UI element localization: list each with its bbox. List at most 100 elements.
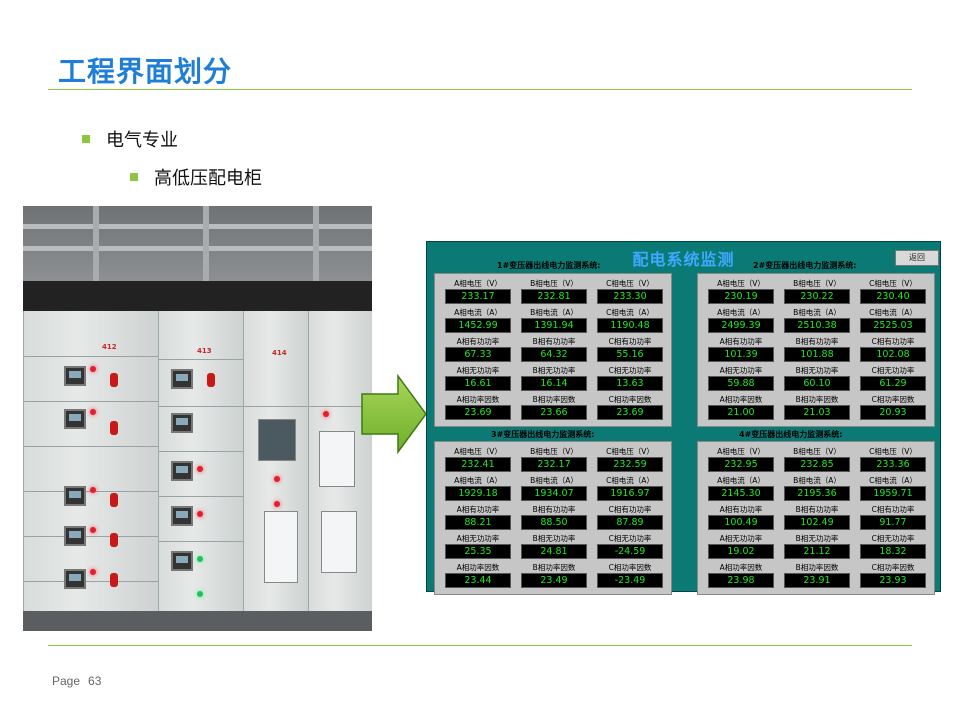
measurement-cell: C相功率因数-23.49 <box>597 562 663 588</box>
indicator-led <box>90 366 96 372</box>
measurement-label: B相功率因数 <box>532 563 576 572</box>
indicator-led <box>90 487 96 493</box>
measurement-label: C相电压（V） <box>869 279 917 288</box>
cabinet-413: 413 <box>158 311 244 611</box>
indicator-led <box>197 511 203 517</box>
measurement-cell: A相电压（V）233.17 <box>445 278 511 304</box>
indicator-led <box>197 466 203 472</box>
measurement-value: 2510.38 <box>784 318 850 333</box>
measurement-label: B相电压（V） <box>530 447 578 456</box>
section-title: 4#变压器出线电力监测系统: <box>739 430 843 439</box>
measurement-cell: C相电压（V）232.59 <box>597 446 663 472</box>
measurement-cell: C相电流（A）1190.48 <box>597 307 663 333</box>
measurement-value: 23.44 <box>445 573 511 588</box>
bottom-divider <box>48 645 912 646</box>
measurement-cell: B相电流（A）2195.36 <box>784 475 850 501</box>
meter-icon <box>171 413 193 433</box>
photo-floor <box>23 611 372 631</box>
bullet-level2-text: 高低压配电柜 <box>154 168 262 189</box>
measurement-cell: C相电流（A）1916.97 <box>597 475 663 501</box>
measurement-value: 1929.18 <box>445 486 511 501</box>
measurement-value: 21.12 <box>784 544 850 559</box>
measurement-label: A相功率因数 <box>456 563 500 572</box>
measurement-label: C相无功功率 <box>608 534 652 543</box>
measurement-value: 19.02 <box>708 544 774 559</box>
switch-knob <box>110 493 118 507</box>
measurement-label: A相电流（A） <box>454 308 502 317</box>
measurement-label: C相无功功率 <box>871 534 915 543</box>
indicator-led <box>274 501 280 507</box>
back-button[interactable]: 返回 <box>895 250 939 266</box>
measurement-label: A相有功功率 <box>456 505 500 514</box>
indicator-led <box>90 409 96 415</box>
measurement-label: B相有功功率 <box>532 505 576 514</box>
measurement-value: 233.36 <box>860 457 926 472</box>
measurement-label: C相电压（V） <box>869 447 917 456</box>
bullet-level1: 电气专业 <box>82 126 178 152</box>
indicator-led <box>90 569 96 575</box>
measurement-label: B相功率因数 <box>795 395 839 404</box>
label-sheet <box>264 511 298 583</box>
bullet-square-icon <box>82 135 90 143</box>
measurement-cell: C相无功功率-24.59 <box>597 533 663 559</box>
measurement-cell: B相电流（A）1934.07 <box>521 475 587 501</box>
cabinet-label: 412 <box>102 343 117 351</box>
measurement-label: B相电流（A） <box>530 308 578 317</box>
measurement-label: C相有功功率 <box>871 337 915 346</box>
measurement-label: B相有功功率 <box>795 505 839 514</box>
measurement-cell: A相电流（A）2145.30 <box>708 475 774 501</box>
indicator-led <box>323 411 329 417</box>
measurement-label: C相有功功率 <box>608 337 652 346</box>
cabinet-412: 412 <box>23 311 159 611</box>
measurement-label: A相电流（A） <box>717 308 765 317</box>
measurement-label: C相有功功率 <box>871 505 915 514</box>
measurement-cell: B相电流（A）2510.38 <box>784 307 850 333</box>
measurement-value: 21.03 <box>784 405 850 420</box>
measurement-value: 2525.03 <box>860 318 926 333</box>
photo-strut <box>93 206 99 281</box>
measurement-value: 24.81 <box>521 544 587 559</box>
measurement-value: 232.59 <box>597 457 663 472</box>
measurement-cell: A相电压（V）230.19 <box>708 278 774 304</box>
display-window <box>258 419 296 461</box>
right-arrow-icon <box>361 374 427 454</box>
meter-icon <box>171 506 193 526</box>
measurement-value: 1452.99 <box>445 318 511 333</box>
photo-beam <box>23 246 372 251</box>
cabinet-label: 413 <box>197 347 212 355</box>
measurement-label: B相电压（V） <box>793 447 841 456</box>
measurement-label: A相电流（A） <box>454 476 502 485</box>
measurement-cell: A相电流（A）2499.39 <box>708 307 774 333</box>
measurement-label: B相无功功率 <box>532 534 576 543</box>
measurement-label: B相电流（A） <box>793 308 841 317</box>
meter-icon <box>171 369 193 389</box>
measurement-label: B相电流（A） <box>530 476 578 485</box>
measurement-label: B相电压（V） <box>530 279 578 288</box>
measurement-label: A相功率因数 <box>719 563 763 572</box>
measurement-value: 60.10 <box>784 376 850 391</box>
measurement-value: -24.59 <box>597 544 663 559</box>
measurement-cell: B相电压（V）232.81 <box>521 278 587 304</box>
measurement-label: B相无功功率 <box>795 366 839 375</box>
measurement-value: 1190.48 <box>597 318 663 333</box>
indicator-led <box>90 527 96 533</box>
measurement-cell: C相电压（V）230.40 <box>860 278 926 304</box>
measurement-value: 232.81 <box>521 289 587 304</box>
switchgear-photo: 412 413 <box>23 206 372 631</box>
measurement-value: 232.85 <box>784 457 850 472</box>
measurement-cell: C相电流（A）2525.03 <box>860 307 926 333</box>
